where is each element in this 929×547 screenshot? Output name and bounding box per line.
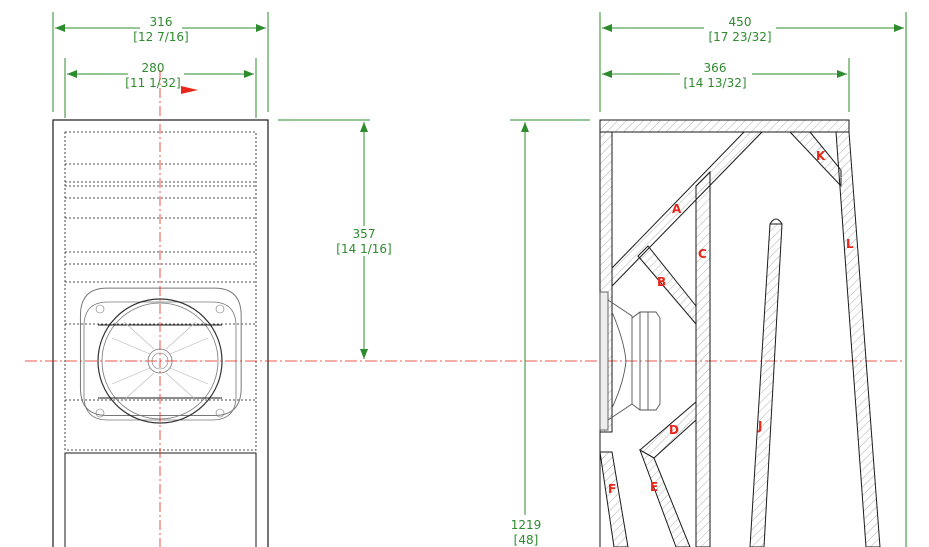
panel-label-l: L [846,237,854,251]
dim-total-height-mm: 1219 [511,518,542,532]
panel-label-b: B [657,275,666,289]
dim-side-top-mm: 366 [704,61,727,75]
front-view: 316 [12 7/16] 280 [11 1/32] [52,12,269,547]
front-baffle-outline [64,131,257,451]
driver-side-profile [599,291,661,431]
panel-label-c: C [698,247,707,261]
panel-e [639,448,691,547]
dim-front-inner-mm: 280 [142,61,165,75]
panel-label-f: F [608,482,616,496]
dim-driver-height-mm: 357 [353,227,376,241]
panel-f [599,451,629,547]
dim-total-height-inch: [48] [514,533,539,547]
panel-top [599,119,850,133]
panel-labels: A B C D E F J K L [608,149,854,496]
dim-front-inner-inch: [11 1/32] [125,76,180,90]
red-arrow-icon [181,86,198,94]
panel-label-j: J [757,419,762,433]
panel-label-d: D [669,423,679,437]
panel-label-k: K [816,149,826,163]
panel-c [695,170,711,547]
dim-driver-height-inch: [14 1/16] [336,242,391,256]
panel-label-a: A [672,202,682,216]
dim-front-outer-mm: 316 [150,15,173,29]
panel-a [611,131,764,288]
dim-side-top-inch: [14 13/32] [683,76,746,90]
front-cabinet-outline [52,119,269,547]
panel-label-e: E [650,480,658,494]
side-panels [599,119,881,547]
panel-l [835,131,881,547]
panel-j [749,223,783,547]
dim-side-total-inch: [17 23/32] [708,30,771,44]
front-lower-box [64,452,257,547]
height-dimensions: 357 [14 1/16] 1219 [48] [278,119,590,547]
dim-side-total-mm: 450 [729,15,752,29]
dim-front-outer-inch: [12 7/16] [133,30,188,44]
side-view: 450 [17 23/32] 366 [14 13/32] [599,12,907,547]
front-hidden-panels [65,163,256,401]
driver-front [79,287,242,424]
